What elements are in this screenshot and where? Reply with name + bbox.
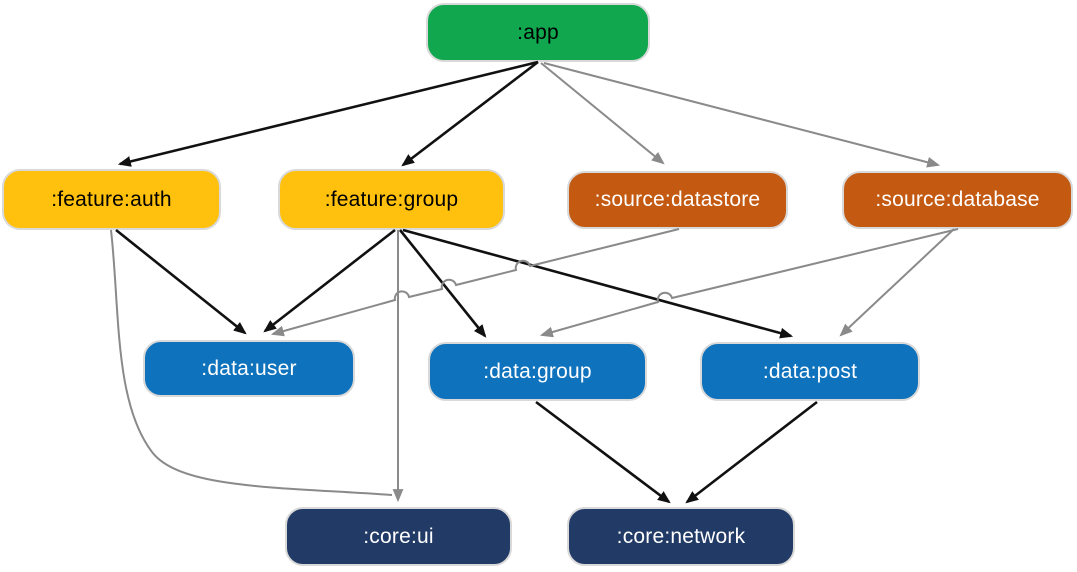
edge-app-to-feature-group (401, 60, 539, 167)
node-core-network: :core:network (567, 507, 795, 566)
node-feature-group: :feature:group (278, 169, 505, 230)
node-label-source-datastore: :source:datastore (594, 188, 761, 211)
node-app: :app (426, 3, 650, 62)
node-label-feature-auth: :feature:auth (51, 187, 172, 211)
node-label-data-post: :data:post (762, 359, 858, 383)
node-label-app: :app (517, 20, 559, 44)
node-data-user: :data:user (143, 340, 355, 397)
edge-feature-group-to-data-group (398, 229, 487, 338)
edge-source-datastore-to-data-user (270, 228, 680, 337)
edge-source-database-to-data-group (539, 228, 959, 338)
edge-feature-auth-to-data-user (115, 228, 247, 335)
node-core-ui: :core:ui (285, 507, 512, 566)
edge-app-to-feature-auth (117, 60, 539, 167)
node-label-data-user: :data:user (201, 356, 297, 380)
node-label-core-ui: :core:ui (363, 524, 434, 548)
edge-data-group-to-core-network (535, 400, 671, 504)
node-label-core-network: :core:network (616, 524, 746, 548)
node-label-source-database: :source:database (875, 188, 1040, 211)
edge-app-to-source-database (543, 62, 941, 168)
edge-feature-group-to-data-user (263, 228, 396, 333)
node-data-group: :data:group (428, 342, 647, 401)
edge-app-to-source-datastore (540, 62, 665, 165)
edge-feature-group-to-data-post (402, 228, 794, 339)
node-feature-auth: :feature:auth (2, 169, 221, 230)
node-source-database: :source:database (842, 171, 1073, 229)
node-data-post: :data:post (700, 342, 920, 401)
node-label-feature-group: :feature:group (324, 187, 459, 211)
node-source-datastore: :source:datastore (567, 171, 788, 229)
node-label-data-group: :data:group (483, 359, 592, 383)
edge-data-post-to-core-network (685, 400, 818, 504)
edge-source-database-to-data-post (839, 228, 955, 337)
